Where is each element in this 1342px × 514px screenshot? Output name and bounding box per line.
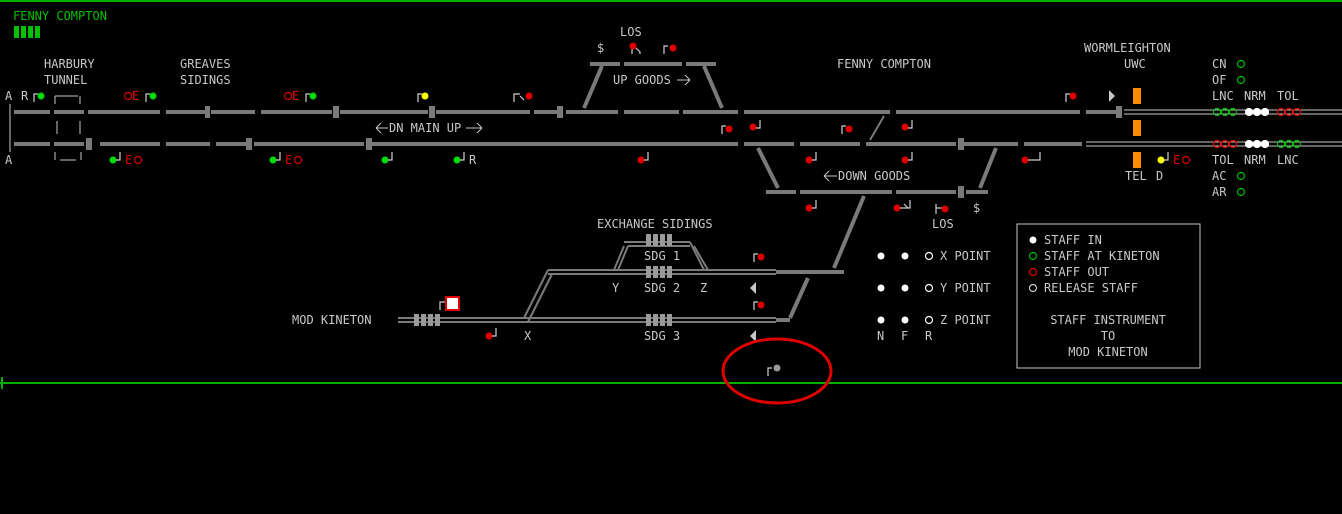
down-main-joints — [86, 138, 964, 150]
e-label-1: E — [132, 89, 139, 103]
legend-staff-in: STAFF IN — [1044, 233, 1102, 247]
a-bottom-label: A — [5, 153, 13, 167]
los-top-label: LOS — [620, 25, 642, 39]
los-bottom-label: LOS — [932, 217, 954, 231]
level-crossing[interactable] — [1133, 88, 1141, 168]
dollar-top: $ — [597, 41, 604, 55]
lnc-top-label: LNC — [1212, 89, 1234, 103]
e-label-5: E — [1173, 153, 1180, 167]
direction-arrows — [375, 74, 837, 182]
n-label: N — [877, 329, 884, 343]
staff-at-kineton-dot — [1028, 251, 1038, 261]
right-panel-indicators — [1212, 59, 1302, 197]
crossover[interactable] — [869, 115, 885, 141]
legend-instrument-3: MOD KINETON — [1068, 345, 1147, 359]
annotation-circle — [721, 337, 833, 405]
d-label: D — [1156, 169, 1163, 183]
sdg1-label: SDG 1 — [644, 249, 680, 263]
tol-top-label: TOL — [1277, 89, 1299, 103]
sidings-buffers — [414, 234, 672, 326]
signals[interactable] — [33, 42, 1169, 377]
cn-label: CN — [1212, 57, 1226, 71]
r-label: R — [925, 329, 933, 343]
legend-box — [1016, 223, 1201, 369]
x-point-label: X POINT — [940, 249, 991, 263]
tunnel-marks — [54, 95, 82, 161]
mod-kineton-staff-box[interactable] — [445, 296, 460, 311]
indicator-bars — [14, 26, 40, 38]
dn-main-up-label: DN MAIN UP — [389, 121, 461, 135]
x-label: X — [524, 329, 532, 343]
sdg2-label: SDG 2 — [644, 281, 680, 295]
y-label: Y — [612, 281, 620, 295]
release-staff-dot — [1028, 283, 1038, 293]
down-goods-label: DOWN GOODS — [838, 169, 910, 183]
points-panel[interactable] — [877, 251, 934, 325]
legend-instrument-2: TO — [1101, 329, 1115, 343]
legend-instrument-1: STAFF INSTRUMENT — [1050, 313, 1166, 327]
z-point-label: Z POINT — [940, 313, 991, 327]
legend-release-staff: RELEASE STAFF — [1044, 281, 1138, 295]
greaves-label-2: SIDINGS — [180, 73, 231, 87]
exchange-sidings-label: EXCHANGE SIDINGS — [597, 217, 713, 231]
legend-staff-at-kineton: STAFF AT KINETON — [1044, 249, 1160, 263]
staff-in-dot — [1029, 236, 1037, 244]
e-rings — [123, 91, 1191, 165]
e-label-3: E — [125, 153, 132, 167]
y-point-label: Y POINT — [940, 281, 991, 295]
up-main-joints — [205, 106, 1122, 118]
of-label: OF — [1212, 73, 1226, 87]
staff-out-dot — [1028, 267, 1038, 277]
tel-label: TEL — [1125, 169, 1147, 183]
wormleighton-label: WORMLEIGHTON — [1084, 41, 1171, 55]
dollar-bottom: $ — [973, 201, 980, 215]
e-label-4: E — [285, 153, 292, 167]
tol-bottom-label: TOL — [1212, 153, 1234, 167]
z-label: Z — [700, 281, 707, 295]
harbury-label-1: HARBURY — [44, 57, 95, 71]
r-top-label: R — [21, 89, 29, 103]
ac-label: AC — [1212, 169, 1226, 183]
up-goods-label: UP GOODS — [613, 73, 671, 87]
greaves-label-1: GREAVES — [180, 57, 231, 71]
lnc-bottom-label: LNC — [1277, 153, 1299, 167]
sdg3-label: SDG 3 — [644, 329, 680, 343]
panel-title: FENNY COMPTON — [13, 9, 107, 23]
legend-staff-out: STAFF OUT — [1044, 265, 1109, 279]
nrm-bottom-label: NRM — [1244, 153, 1266, 167]
r-mid-label: R — [469, 153, 477, 167]
down-goods-track[interactable] — [756, 147, 998, 269]
nrm-top-label: NRM — [1244, 89, 1266, 103]
right-panel-tracks — [1086, 109, 1342, 147]
f-label: F — [901, 329, 908, 343]
fenny-compton-label: FENNY COMPTON — [837, 57, 931, 71]
e-label-2: E — [292, 89, 299, 103]
ar-label: AR — [1212, 185, 1227, 199]
a-top-label: A — [5, 89, 13, 103]
up-goods-track[interactable] — [582, 62, 724, 109]
mod-kineton-label: MOD KINETON — [292, 313, 371, 327]
staff-box-post — [439, 301, 445, 310]
exchange-sidings[interactable] — [398, 241, 844, 323]
uwc-label: UWC — [1124, 57, 1146, 71]
harbury-label-2: TUNNEL — [44, 73, 87, 87]
